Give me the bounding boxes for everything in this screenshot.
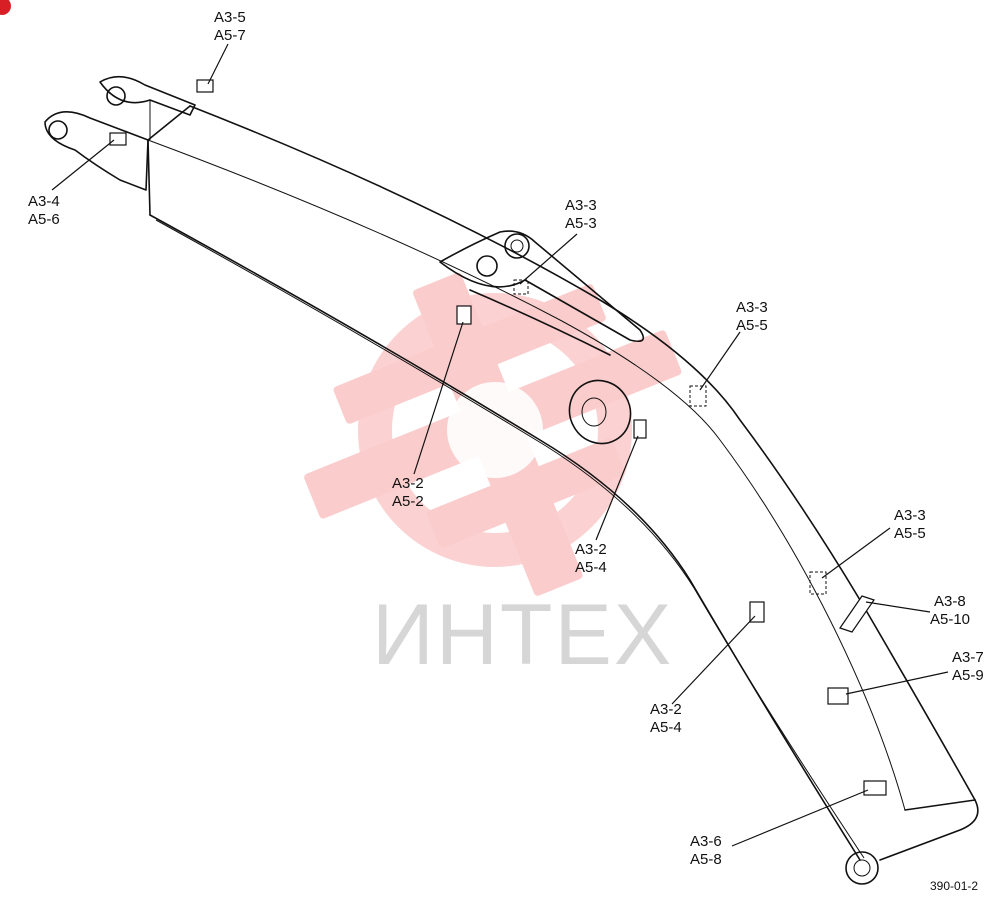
decal-c6 [633,419,647,439]
callout-c10-line1: A3-2 [650,701,682,718]
callout-c8-line2: A5-10 [930,611,970,628]
callout-c3-line1: A3-3 [565,197,597,214]
decal-markers [109,79,887,796]
watermark-text: ИНТЕХ [372,587,673,683]
watermark-logo [304,272,682,596]
decal-c9 [827,687,849,705]
decal-c5 [456,305,472,325]
figure-number: 390-01-2 [930,879,978,893]
decal-c3 [513,279,529,295]
decal-c1 [196,79,214,93]
boom-foot-lugs [44,75,196,191]
leader-lines [51,43,949,847]
callout-c8-line1: A3-8 [934,593,966,610]
callout-c6-line2: A5-4 [575,559,607,576]
callout-c9-line1: A3-7 [952,649,984,666]
callout-c3-line2: A5-3 [565,215,597,232]
decal-c7 [809,571,827,595]
callout-c5-line2: A5-2 [392,493,424,510]
callout-c9-line2: A5-9 [952,667,984,684]
callout-c11-line2: A5-8 [690,851,722,868]
callout-c1-line1: A3-5 [214,9,246,26]
callout-c6-line1: A3-2 [575,541,607,558]
callout-c4-line1: A3-3 [736,299,768,316]
decal-c4 [689,385,707,407]
decal-c11 [863,780,887,796]
callout-c2-line2: A5-6 [28,211,60,228]
callout-c10-line2: A5-4 [650,719,682,736]
boom-outline [147,105,979,885]
callout-c5-line1: A3-2 [392,475,424,492]
corner-badge [0,0,11,15]
cylinder-bracket [439,230,645,356]
decal-c8 [839,595,875,633]
pin-boss [568,379,632,445]
callout-c1-line2: A5-7 [214,27,246,44]
decal-c2 [109,132,127,146]
callout-c2-line1: A3-4 [28,193,60,210]
callout-c11-line1: A3-6 [690,833,722,850]
callout-c4-line2: A5-5 [736,317,768,334]
callout-labels: A3-5 A5-7 A3-4 A5-6 A3-3 A5-3 A3-3 A5-5 … [28,9,984,893]
callout-c7-line2: A5-5 [894,525,926,542]
callout-c7-line1: A3-3 [894,507,926,524]
